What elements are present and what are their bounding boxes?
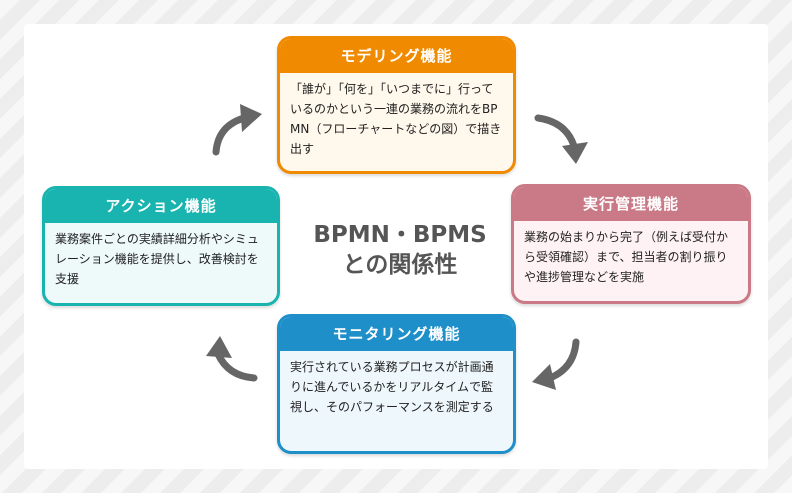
execution-description: 業務の始まりから完了（例えば受付から受領確認）まで、担当者の割り振りや進捗管理な…	[524, 230, 729, 284]
arrow-execution-to-monitoring-icon	[532, 338, 580, 390]
monitoring-title: モニタリング機能	[280, 317, 513, 351]
modeling-description: 「誰が」「何を」「いつまでに」行っているのかという一連の業務の流れをBPMN（フ…	[290, 82, 502, 156]
arrow-action-to-modeling-icon	[212, 104, 262, 156]
modeling-box: モデリング機能 「誰が」「何を」「いつまでに」行っているのかという一連の業務の流…	[277, 36, 516, 174]
modeling-title: モデリング機能	[280, 39, 513, 73]
monitoring-description: 実行されている業務プロセスが計画通りに進んでいるかをリアルタイムで監視し、そのパ…	[290, 360, 494, 414]
action-box: アクション機能 業務案件ごとの実績詳細分析やシミュレーション機能を提供し、改善検…	[42, 186, 280, 306]
monitoring-box: モニタリング機能 実行されている業務プロセスが計画通りに進んでいるかをリアルタイ…	[277, 314, 516, 454]
center-title-line1: BPMN・BPMS	[313, 222, 487, 248]
center-title: BPMN・BPMS との関係性	[300, 220, 500, 280]
center-title-line2: との関係性	[342, 252, 458, 278]
execution-title: 実行管理機能	[514, 187, 748, 221]
arrow-monitoring-to-action-icon	[206, 336, 258, 382]
action-description: 業務案件ごとの実績詳細分析やシミュレーション機能を提供し、改善検討を支援	[55, 232, 259, 286]
execution-box: 実行管理機能 業務の始まりから完了（例えば受付から受領確認）まで、担当者の割り振…	[511, 184, 751, 304]
arrow-modeling-to-execution-icon	[534, 114, 588, 164]
action-title: アクション機能	[45, 189, 277, 223]
